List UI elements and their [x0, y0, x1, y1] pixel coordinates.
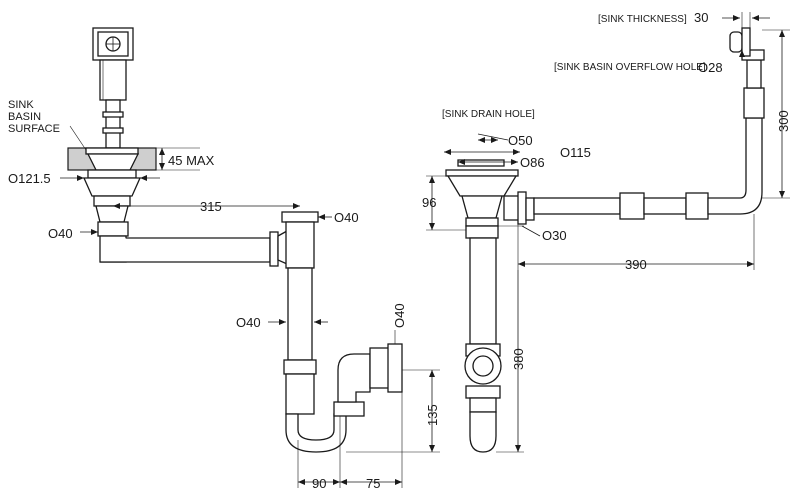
- horizontal-pipe: [99, 231, 279, 267]
- label-86: O86: [520, 155, 545, 170]
- label-45-max: 45 MAX: [168, 153, 215, 168]
- label-135: 135: [425, 404, 440, 426]
- label-75: 75: [366, 476, 380, 491]
- right-vertical-body: [464, 225, 502, 453]
- label-vert-40: O40: [236, 315, 261, 330]
- label-315: 315: [200, 199, 222, 214]
- label-300: 300: [776, 110, 791, 132]
- label-overflow-hole: [SINK BASIN OVERFLOW HOLE]: [554, 62, 706, 73]
- outlet-elbow: [337, 343, 403, 403]
- right-view: [SINK DRAIN HOLE] O50 O115 O86 96 O30 39…: [422, 10, 791, 453]
- label-50: O50: [508, 133, 533, 148]
- label-90: 90: [312, 476, 326, 491]
- leader-surface: [69, 125, 87, 151]
- right-overflow-inlet: [503, 191, 535, 225]
- control-knob: [92, 27, 134, 61]
- overflow-riser: [729, 27, 765, 119]
- label-380: 380: [511, 348, 526, 370]
- label-30: O30: [542, 228, 567, 243]
- control-rod: [99, 59, 127, 149]
- label-surface: SURFACE: [8, 123, 60, 135]
- vertical-pipe: [283, 267, 317, 415]
- label-basin: BASIN: [8, 111, 41, 123]
- tee-fitting: [277, 211, 319, 269]
- label-tee-40: O40: [334, 210, 359, 225]
- label-28: O28: [698, 60, 723, 75]
- overflow-horizontal-pipe: [533, 117, 763, 220]
- label-outlet-40: O40: [392, 303, 407, 328]
- label-sink-thickness: [SINK THICKNESS]: [598, 14, 687, 25]
- leader-30: [521, 225, 541, 237]
- label-tail-40: O40: [48, 226, 73, 241]
- label-115: O115: [560, 145, 591, 160]
- label-sink: SINK: [8, 99, 34, 111]
- sink-basin: [67, 147, 157, 237]
- label-sink-drain-hole: [SINK DRAIN HOLE]: [442, 109, 535, 120]
- label-thickness-30: 30: [694, 10, 708, 25]
- label-96: 96: [422, 195, 436, 210]
- leader-drain: [477, 133, 509, 141]
- left-view: SINK BASIN SURFACE 45 MAX O121.5 O40 315…: [8, 27, 440, 491]
- label-121: O121.5: [8, 171, 51, 186]
- label-390: 390: [625, 257, 647, 272]
